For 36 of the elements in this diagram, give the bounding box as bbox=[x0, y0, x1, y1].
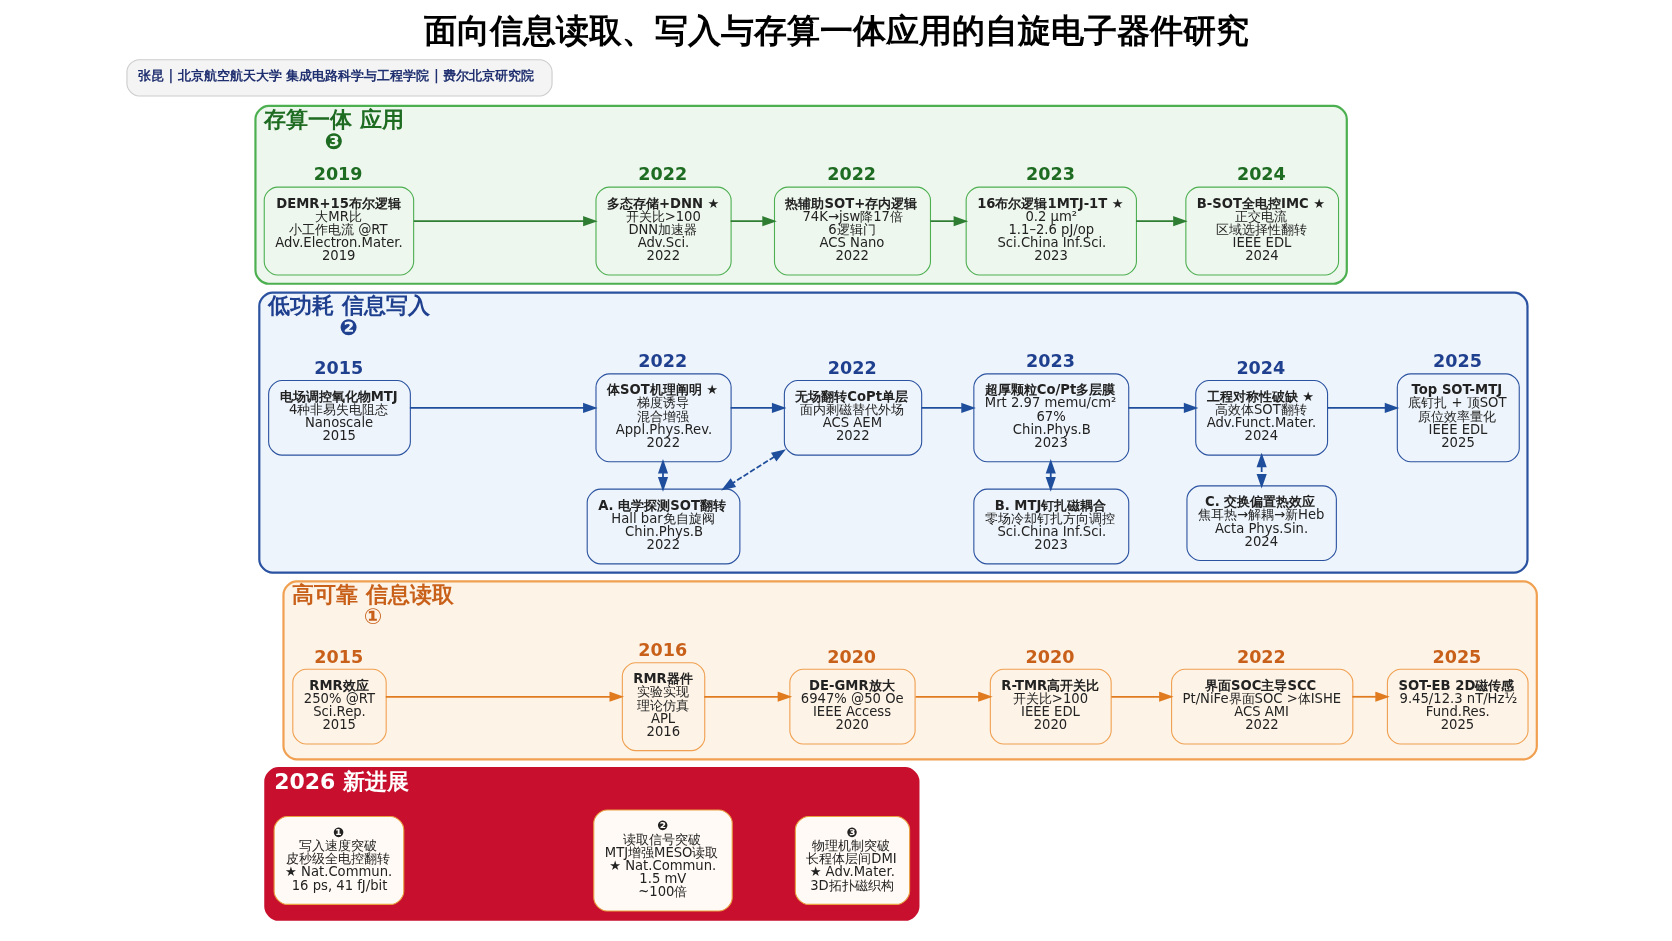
node-label: 2022 bbox=[1236, 646, 1286, 667]
arrow bbox=[914, 691, 993, 702]
arrow bbox=[409, 402, 598, 413]
node-label: 2025 bbox=[1433, 351, 1482, 372]
node-label: 2022 bbox=[827, 357, 877, 378]
node-label: 2020 bbox=[1025, 646, 1075, 667]
arrow bbox=[1256, 452, 1267, 489]
arrow bbox=[703, 691, 793, 702]
arrow bbox=[1127, 402, 1199, 413]
arrow bbox=[929, 216, 969, 227]
node-label: 2023 bbox=[1026, 351, 1075, 372]
arrow bbox=[413, 216, 598, 227]
arrow bbox=[657, 459, 669, 492]
arrow bbox=[729, 216, 777, 227]
node-label: 2019 bbox=[313, 164, 363, 185]
arrow bbox=[1326, 402, 1400, 413]
node-label: 2024 bbox=[1236, 164, 1286, 185]
arrow bbox=[721, 449, 786, 491]
node-label: 2015 bbox=[314, 646, 364, 667]
node-label: 2022 bbox=[638, 164, 688, 185]
node-label: 2020 bbox=[827, 646, 877, 667]
arrow bbox=[729, 402, 787, 413]
node-label: 2023 bbox=[1026, 164, 1075, 185]
node-label: 2022 bbox=[827, 164, 877, 185]
node-label: 2024 bbox=[1236, 357, 1286, 378]
node-label: 2025 bbox=[1432, 646, 1482, 667]
diagram-title: 面向信息读取、写入与存算一体应用的自旋电子器件研究 bbox=[423, 11, 1249, 51]
node-label: 2022 bbox=[638, 351, 688, 372]
arrow bbox=[1351, 691, 1390, 702]
node-label: 2016 bbox=[638, 639, 688, 660]
node-label: 2015 bbox=[314, 357, 364, 378]
arrow bbox=[1135, 216, 1188, 227]
arrow bbox=[1045, 459, 1056, 492]
arrow bbox=[920, 402, 976, 413]
arrow bbox=[384, 691, 625, 702]
arrow bbox=[1110, 691, 1174, 702]
